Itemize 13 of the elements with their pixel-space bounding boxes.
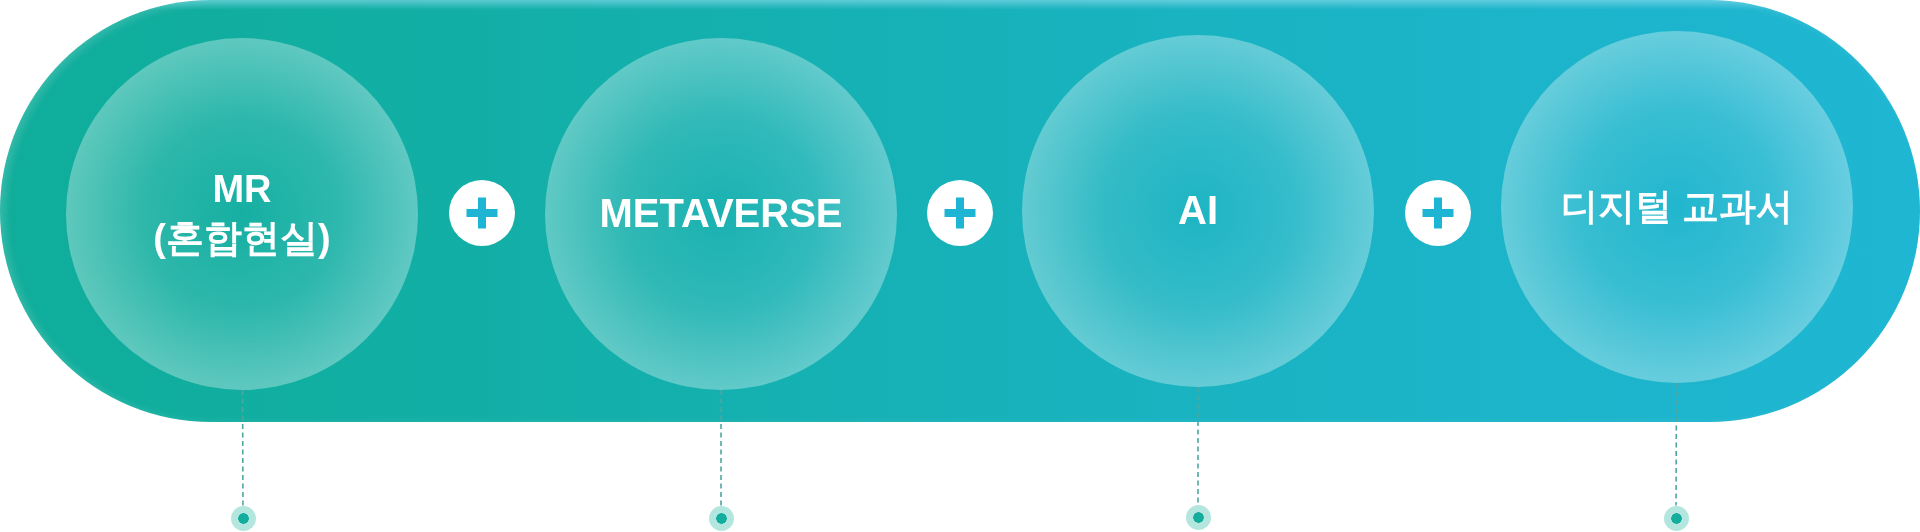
connector-line <box>241 389 244 507</box>
timeline-dot <box>1185 504 1211 530</box>
timeline-dot <box>1663 505 1689 531</box>
topic-label: MR (혼합현실) <box>152 167 332 261</box>
pill-band <box>0 0 1920 422</box>
connector-line <box>1197 386 1199 506</box>
topic-label: METAVERSE <box>599 190 843 238</box>
timeline-dot <box>708 505 734 531</box>
topic-label: AI <box>1178 187 1218 235</box>
connector-line <box>1675 382 1678 507</box>
topic-label: 디지털 교과서 <box>1560 185 1794 230</box>
timeline-dot <box>230 505 256 531</box>
connector-line <box>720 389 722 507</box>
